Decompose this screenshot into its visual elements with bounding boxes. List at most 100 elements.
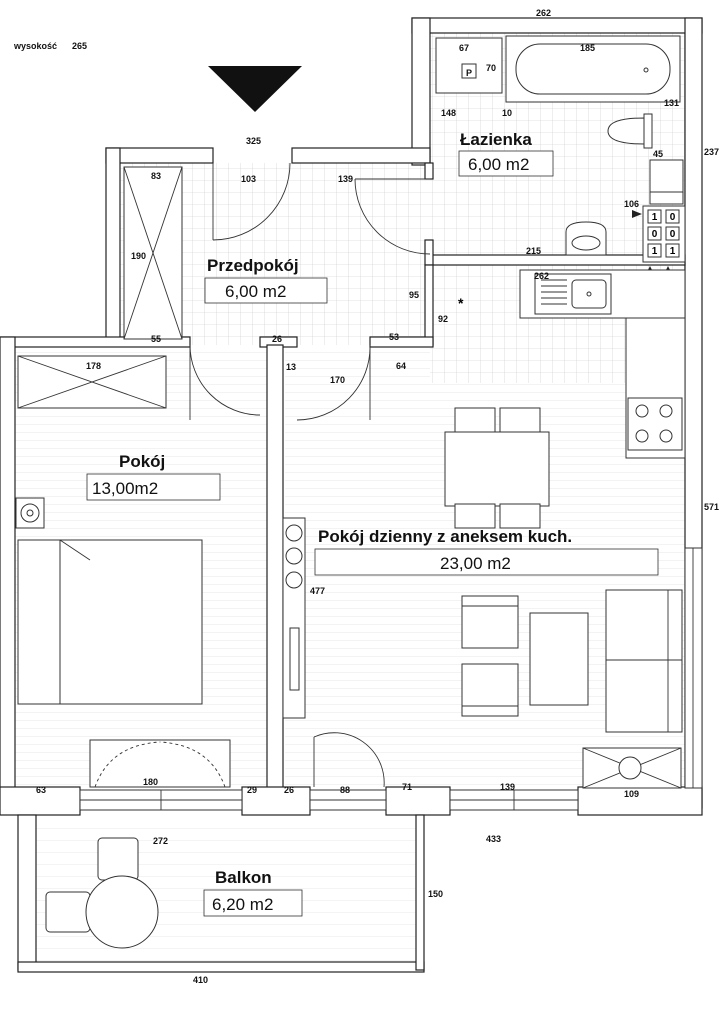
door-living: [296, 344, 371, 421]
dim-70: 70: [486, 63, 496, 73]
dim-477: 477: [310, 586, 325, 596]
room-area-dzienny: 23,00 m2: [440, 554, 511, 573]
door-entrance: [212, 162, 291, 241]
dim-185: 185: [580, 43, 595, 53]
dim-83: 83: [151, 171, 161, 181]
room-area-lazienka: 6,00 m2: [468, 155, 529, 174]
meter-digit-1: 1: [652, 212, 658, 223]
meter-digit-6: 1: [670, 246, 676, 257]
balcony-rail-left: [17, 814, 37, 971]
dim-237: 237: [704, 147, 719, 157]
dim-10: 10: [502, 108, 512, 118]
room-name-przedpokoj: Przedpokój: [207, 256, 299, 275]
dim-13: 13: [286, 362, 296, 372]
dining-table-set: [444, 407, 550, 529]
entrance-arrow-icon: [208, 66, 302, 112]
dim-178: 178: [86, 361, 101, 371]
wall-left: [0, 336, 16, 796]
room-area-box-pokoj: [86, 473, 221, 501]
dim-131: 131: [664, 98, 679, 108]
wardrobe-unit: [282, 517, 306, 719]
wall-hall-top-left: [105, 147, 214, 164]
dim-262-top: 262: [536, 8, 551, 18]
window-right: [684, 547, 703, 789]
wall-hall-kitchen: [424, 264, 434, 346]
window-living: [449, 789, 579, 811]
wall-partition: [266, 344, 284, 796]
dim-92: 92: [438, 314, 448, 324]
star-marker-icon: *: [458, 295, 464, 311]
utility-meters: 1 0 0 0 1 1: [642, 205, 686, 263]
door-bedroom: [189, 344, 261, 420]
living-floor-upper: [285, 345, 430, 385]
hall-closet: [123, 166, 183, 340]
dim-180: 180: [143, 777, 158, 787]
room-area-box-dzienny: [314, 548, 659, 576]
dim-262-kitchen: 262: [534, 271, 549, 281]
arrow-right-icon: [632, 210, 642, 218]
room-name-pokoj: Pokój: [119, 452, 165, 471]
room-area-pokoj: 13,00m2: [92, 479, 158, 498]
washing-machine: [435, 37, 503, 94]
wall-bottom-3: [385, 786, 451, 816]
bathtub: [505, 35, 681, 103]
wall-bottom-4: [577, 786, 703, 816]
room-area-przedpokoj: 6,00 m2: [225, 282, 286, 301]
wall-hall-top-right: [291, 147, 431, 164]
dim-148: 148: [441, 108, 456, 118]
wall-bath-hall-lower: [424, 239, 434, 266]
meter-digit-2: 0: [670, 212, 676, 223]
wall-hall-left: [105, 147, 121, 346]
door-balcony: [313, 732, 385, 788]
height-label: wysokość: [13, 41, 57, 51]
wall-bath-top: [411, 17, 703, 34]
dim-63: 63: [36, 785, 46, 795]
room-name-lazienka: Łazienka: [460, 130, 532, 149]
room-name-dzienny: Pokój dzienny z aneksem kuch.: [318, 527, 572, 546]
kitchen-sink: [534, 273, 612, 315]
dim-139-door: 139: [338, 174, 353, 184]
balcony-rail-right: [415, 814, 425, 971]
dim-29: 29: [247, 785, 257, 795]
dim-103: 103: [241, 174, 256, 184]
room-area-balkon: 6,20 m2: [212, 895, 273, 914]
wall-bedroom-top-left: [0, 336, 191, 348]
bedroom-lamp-icon: [15, 497, 45, 529]
dim-71: 71: [402, 782, 412, 792]
dim-88: 88: [340, 785, 350, 795]
dim-272: 272: [153, 836, 168, 846]
cooktop: [627, 397, 683, 451]
dim-95: 95: [409, 290, 419, 300]
dim-190: 190: [131, 251, 146, 261]
meter-digit-5: 1: [652, 246, 658, 257]
dim-45: 45: [653, 149, 663, 159]
dim-26-mid: 26: [272, 334, 282, 344]
bedroom-wardrobe: [17, 355, 167, 409]
dim-26-bottom: 26: [284, 785, 294, 795]
dim-433: 433: [486, 834, 501, 844]
meter-marker: P: [466, 68, 472, 78]
room-area-box-przedpokoj: [204, 277, 328, 304]
wall-bath-hall: [424, 162, 434, 180]
dim-571: 571: [704, 502, 719, 512]
window-bedroom: [79, 789, 243, 811]
door-bathroom: [354, 178, 431, 255]
wall-hall-bottom-right: [369, 336, 434, 348]
dim-106: 106: [624, 199, 639, 209]
meter-digit-4: 0: [670, 229, 676, 240]
height-value: 265: [72, 41, 87, 51]
dim-109: 109: [624, 789, 639, 799]
toilet: [607, 113, 653, 149]
armchairs: [461, 595, 519, 717]
dim-410: 410: [193, 975, 208, 985]
meter-digit-3: 0: [652, 229, 658, 240]
room-name-balkon: Balkon: [215, 868, 272, 887]
room-area-box-balkon: [203, 889, 303, 917]
coffee-table: [529, 612, 589, 706]
dim-55: 55: [151, 334, 161, 344]
bath-shelf: [649, 159, 684, 205]
dim-64: 64: [396, 361, 406, 371]
dim-215: 215: [526, 246, 541, 256]
bedroom-closet: [89, 739, 231, 788]
